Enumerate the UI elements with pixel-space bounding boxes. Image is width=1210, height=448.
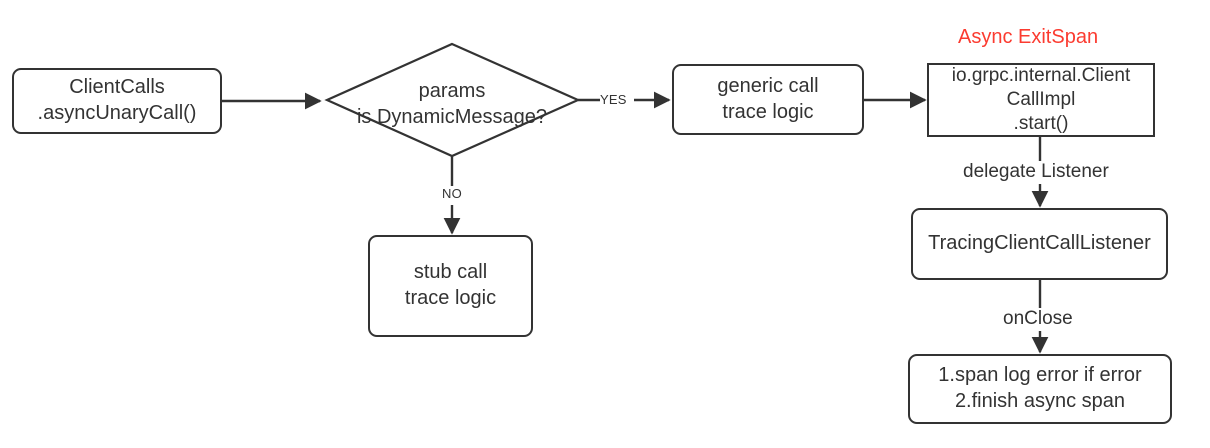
- node-close-actions[interactable]: 1.span log error if error 2.finish async…: [908, 354, 1172, 424]
- decision-diamond: [324, 42, 581, 158]
- edge-label-delegate-listener: delegate Listener: [963, 161, 1109, 184]
- node-generic-call-trace-logic[interactable]: generic call trace logic: [672, 64, 864, 135]
- node-client-calls[interactable]: ClientCalls .asyncUnaryCall(): [12, 68, 222, 134]
- edge-label-yes: YES: [600, 92, 627, 108]
- decision-label: params is DynamicMessage?: [356, 80, 548, 128]
- node-client-call-impl[interactable]: io.grpc.internal.Client CallImpl .start(…: [927, 63, 1155, 137]
- edge-label-on-close: onClose: [1003, 308, 1073, 331]
- edge-label-no: NO: [442, 186, 462, 202]
- node-tracing-client-call-listener[interactable]: TracingClientCallListener: [911, 208, 1168, 280]
- async-exitspan-annotation: Async ExitSpan: [958, 25, 1099, 49]
- node-stub-call-trace-logic[interactable]: stub call trace logic: [368, 235, 533, 337]
